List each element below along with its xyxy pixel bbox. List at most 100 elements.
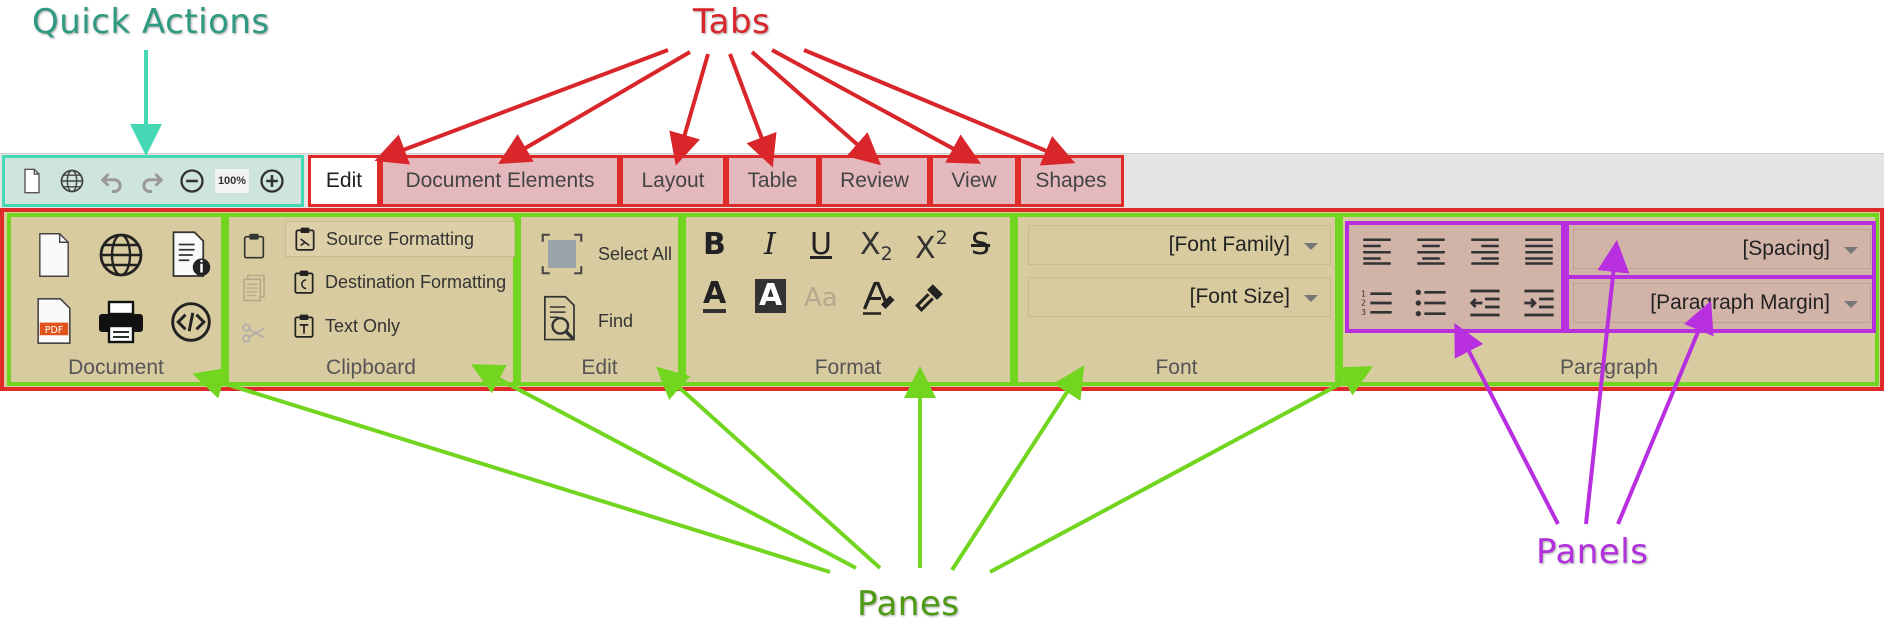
- text-only-label[interactable]: Text Only: [325, 316, 401, 336]
- bullet-list-icon[interactable]: [1411, 283, 1451, 323]
- select-all-label[interactable]: Select All: [598, 244, 673, 264]
- paste-text-only-icon[interactable]: [291, 311, 317, 341]
- clear-format-icon[interactable]: [858, 277, 898, 317]
- svg-text:1: 1: [1361, 289, 1366, 298]
- arrow-pane-paragraph: [989, 366, 1374, 574]
- panel-divider: [1569, 275, 1872, 279]
- bold-button[interactable]: B: [703, 227, 726, 262]
- new-document-icon[interactable]: [15, 164, 49, 198]
- panel-spacing: [Spacing] [Paragraph Margin]: [1565, 221, 1876, 333]
- redo-icon[interactable]: [135, 164, 169, 198]
- tab-review[interactable]: Review: [819, 155, 930, 207]
- subscript-button[interactable]: X2: [860, 227, 893, 265]
- pdf-icon[interactable]: PDF: [31, 293, 77, 349]
- align-center-icon[interactable]: [1411, 231, 1451, 271]
- zoom-in-icon[interactable]: [255, 164, 289, 198]
- tab-document-elements[interactable]: Document Elements: [380, 155, 620, 207]
- pane-title-clipboard: Clipboard: [326, 356, 416, 379]
- paste-icon[interactable]: [239, 229, 269, 263]
- arrow-tab-document-elements: [498, 50, 692, 165]
- tab-shapes[interactable]: Shapes: [1018, 155, 1124, 207]
- zoom-level-text: 100%: [214, 169, 250, 193]
- select-all-icon[interactable]: [539, 231, 585, 277]
- pane-format: B I U X2 X2 S A A Aa Format: [682, 213, 1014, 386]
- source-formatting-button[interactable]: Source Formatting: [285, 221, 515, 257]
- copy-icon[interactable]: [239, 271, 269, 305]
- pane-title-format: Format: [814, 356, 882, 379]
- arrow-pane-document: [192, 367, 831, 574]
- html-code-icon[interactable]: [166, 297, 216, 347]
- indent-icon[interactable]: [1519, 283, 1559, 323]
- arrow-tab-shapes: [803, 48, 1076, 166]
- arrow-tab-review: [750, 50, 882, 166]
- annotation-tabs: Tabs: [693, 2, 771, 42]
- outdent-icon[interactable]: [1465, 283, 1505, 323]
- print-icon[interactable]: [93, 297, 149, 347]
- paragraph-margin-select[interactable]: [Paragraph Margin]: [1573, 283, 1871, 323]
- tab-view[interactable]: View: [930, 155, 1018, 207]
- paragraph-margin-value: [Paragraph Margin]: [1650, 291, 1830, 314]
- svg-text:3: 3: [1361, 308, 1366, 317]
- annotation-quick-actions: Quick Actions: [32, 2, 270, 42]
- zoom-level[interactable]: 100%: [214, 164, 250, 198]
- strikethrough-button[interactable]: S: [971, 227, 991, 262]
- font-color-button[interactable]: A: [703, 276, 727, 313]
- web-document-icon[interactable]: [93, 227, 149, 283]
- align-right-icon[interactable]: [1465, 231, 1505, 271]
- align-left-icon[interactable]: [1357, 231, 1397, 271]
- zoom-out-icon[interactable]: [175, 164, 209, 198]
- annotation-panels: Panels: [1536, 532, 1649, 572]
- annotation-panes: Panes: [857, 584, 960, 624]
- document-info-icon[interactable]: [166, 225, 216, 285]
- pane-title-paragraph: Paragraph: [1559, 356, 1659, 379]
- new-document-icon[interactable]: [31, 225, 77, 285]
- cut-icon[interactable]: [239, 315, 269, 349]
- underline-button[interactable]: U: [810, 227, 832, 262]
- font-size-select[interactable]: [Font Size]: [1028, 277, 1331, 317]
- subscript-digit: 2: [880, 243, 893, 265]
- chevron-down-icon: [1304, 295, 1318, 302]
- highlight-button[interactable]: A: [755, 279, 787, 313]
- arrow-pane-clipboard: [470, 364, 857, 570]
- arrow-tab-edit: [374, 48, 669, 165]
- font-size-value: [Font Size]: [1189, 285, 1290, 308]
- arrow-pane-edit: [656, 366, 882, 570]
- change-case-button[interactable]: Aa: [804, 283, 838, 313]
- italic-button[interactable]: I: [764, 227, 776, 262]
- font-family-value: [Font Family]: [1168, 233, 1290, 256]
- find-label[interactable]: Find: [598, 311, 634, 331]
- arrow-tab-table: [728, 53, 777, 168]
- pane-title-edit: Edit: [581, 356, 618, 379]
- pane-clipboard: Source Formatting Destination Formatting…: [225, 213, 517, 386]
- pane-font: [Font Family] [Font Size] Font: [1014, 213, 1339, 386]
- superscript-digit: 2: [935, 227, 948, 249]
- tab-layout[interactable]: Layout: [620, 155, 726, 207]
- tab-edit[interactable]: Edit: [308, 155, 380, 207]
- chevron-down-icon: [1844, 301, 1858, 308]
- chevron-down-icon: [1304, 243, 1318, 250]
- superscript-button[interactable]: X2: [915, 227, 948, 266]
- chevron-down-icon: [1844, 247, 1858, 254]
- quick-actions-bar: 100%: [2, 155, 304, 207]
- paste-source-icon: [292, 224, 318, 254]
- subscript-x: X: [860, 227, 881, 262]
- arrow-tab-view: [771, 48, 982, 164]
- destination-formatting-label[interactable]: Destination Formatting: [325, 272, 507, 292]
- tab-table[interactable]: Table: [726, 155, 819, 207]
- find-icon[interactable]: [539, 293, 585, 345]
- spacing-select[interactable]: [Spacing]: [1573, 229, 1871, 269]
- superscript-x: X: [915, 231, 936, 266]
- pane-title-document: Document: [68, 356, 164, 379]
- spacing-value: [Spacing]: [1742, 237, 1830, 260]
- globe-icon[interactable]: [55, 164, 89, 198]
- paste-destination-icon[interactable]: [291, 267, 317, 297]
- svg-text:2: 2: [1361, 299, 1366, 308]
- format-painter-icon[interactable]: [910, 277, 950, 317]
- svg-text:PDF: PDF: [45, 325, 64, 336]
- align-justify-icon[interactable]: [1519, 231, 1559, 271]
- undo-icon[interactable]: [95, 164, 129, 198]
- font-family-select[interactable]: [Font Family]: [1028, 225, 1331, 265]
